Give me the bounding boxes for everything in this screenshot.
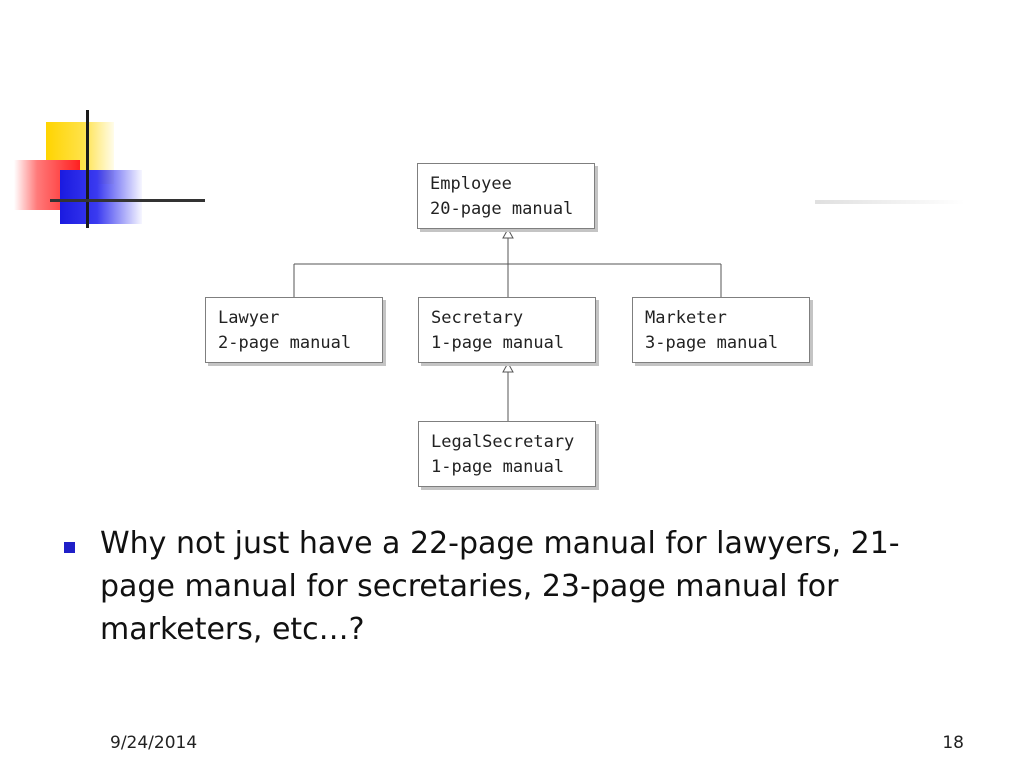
class-box-marketer: Marketer 3-page manual: [632, 297, 810, 363]
class-note: 20-page manual: [430, 199, 574, 219]
diagram-connectors: [293, 227, 722, 421]
class-name: Employee: [430, 174, 512, 194]
class-box-secretary: Secretary 1-page manual: [418, 297, 596, 363]
inheritance-arrow-secretary: [502, 361, 514, 373]
class-note: 1-page manual: [431, 333, 565, 353]
uml-class-diagram: Employee 20-page manual Lawyer 2-page ma…: [205, 163, 810, 487]
bullet-square-icon: [64, 542, 75, 553]
logo-blue-square: [60, 170, 142, 224]
class-box-lawyer: Lawyer 2-page manual: [205, 297, 383, 363]
footer-date: 9/24/2014: [110, 733, 198, 753]
class-note: 3-page manual: [645, 333, 779, 353]
class-note: 2-page manual: [218, 333, 352, 353]
class-name: Secretary: [431, 308, 524, 328]
class-note: 1-page manual: [431, 457, 565, 477]
class-name: Marketer: [645, 308, 727, 328]
class-box-legalsecretary: LegalSecretary 1-page manual: [418, 421, 596, 487]
inheritance-arrow-employee: [502, 227, 514, 239]
decorative-right-line: [815, 200, 965, 204]
class-box-employee: Employee 20-page manual: [417, 163, 595, 229]
decorative-logo: [0, 0, 220, 240]
logo-horizontal-line: [50, 199, 205, 202]
logo-vertical-line: [86, 110, 89, 228]
class-name: Lawyer: [218, 308, 280, 328]
slide-number: 18: [942, 733, 964, 753]
bullet-text: Why not just have a 22-page manual for l…: [100, 526, 900, 647]
class-name: LegalSecretary: [431, 432, 575, 452]
